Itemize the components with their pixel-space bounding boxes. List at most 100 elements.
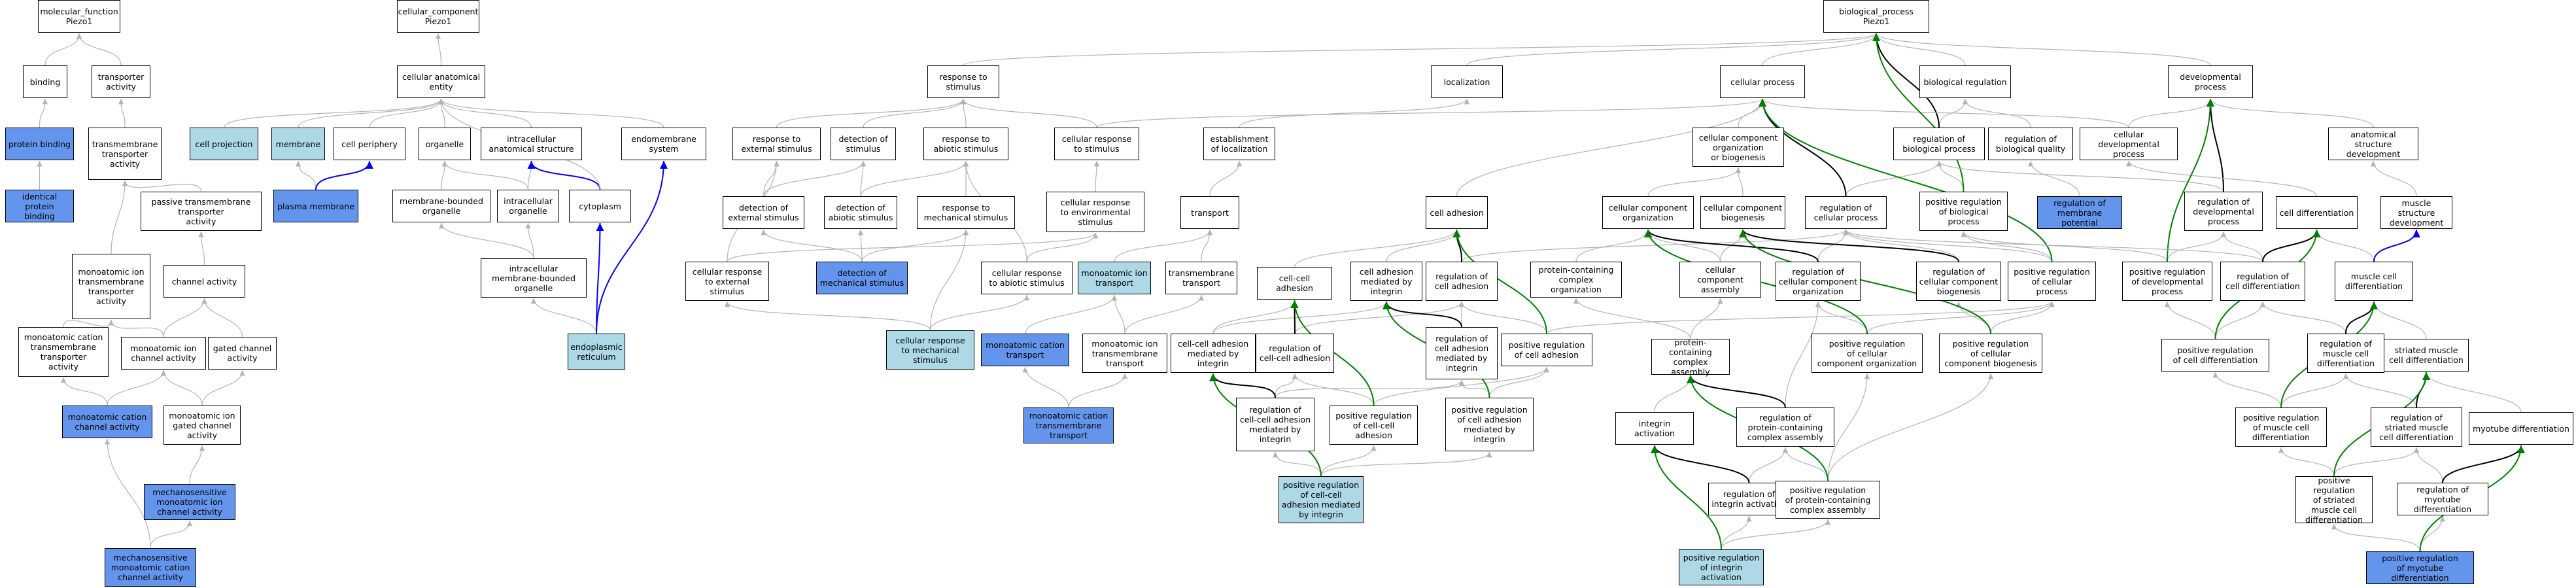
go-term-tm-transporter[interactable]: transmembrane transporter activity [88, 128, 162, 180]
go-term-reg-ca-integrin[interactable]: regulation of cell adhesion mediated by … [1426, 327, 1498, 379]
go-term-channel[interactable]: channel activity [163, 265, 245, 298]
go-term-plasma-membrane[interactable]: plasma membrane [273, 190, 358, 222]
go-term-ias[interactable]: intracellular anatomical structure [481, 128, 582, 160]
go-term-mi-channel[interactable]: monoatomic ion channel activity [121, 337, 206, 370]
go-term-organelle[interactable]: organelle [419, 128, 471, 160]
go-term-mc-tm-transport[interactable]: monoatomic cation transmembrane transpor… [1023, 407, 1114, 443]
go-term-reg-cell-proc[interactable]: regulation of cellular process [1805, 196, 1887, 229]
go-term-mechano-cation[interactable]: mechanosensitive monoatomic cation chann… [105, 548, 196, 587]
go-term-reg-muscle-diff[interactable]: regulation of muscle cell differentiatio… [2307, 334, 2384, 373]
go-term-cell-resp-env[interactable]: cellular response to environmental stimu… [1046, 192, 1144, 232]
go-term-mi-tm-transport[interactable]: monoatomic ion transmembrane transport [1082, 334, 1167, 373]
go-term-ca-integrin[interactable]: cell adhesion mediated by integrin [1350, 262, 1422, 301]
go-term-cell-process[interactable]: cellular process [1720, 65, 1805, 98]
go-term-pos-reg-ca-integrin[interactable]: positive regulation of cell adhesion med… [1445, 398, 1534, 451]
go-term-dev-process[interactable]: developmental process [2168, 65, 2253, 98]
go-term-reg-myotube[interactable]: regulation of myotube differentiation [2397, 483, 2488, 515]
go-term-reg-cca[interactable]: regulation of cell-cell adhesion [1256, 334, 1334, 373]
go-term-mc-channel[interactable]: monoatomic cation channel activity [62, 406, 152, 438]
go-term-pos-reg-dev[interactable]: positive regulation of developmental pro… [2122, 262, 2212, 301]
go-term-cc-adhesion[interactable]: cell-cell adhesion [1257, 267, 1332, 300]
go-term-cca-integrin[interactable]: cell-cell adhesion mediated by integrin [1171, 334, 1256, 373]
go-term-membrane-bounded[interactable]: membrane-bounded organelle [392, 190, 490, 222]
go-term-pos-reg-bp[interactable]: positive regulation of biological proces… [1919, 192, 2008, 231]
go-term-mc-transport[interactable]: monoatomic cation transport [981, 334, 1069, 366]
go-term-mi-tm-transporter[interactable]: monoatomic ion transmembrane transporter… [72, 254, 150, 319]
go-term-cell-projection[interactable]: cell projection [190, 128, 258, 160]
go-term-bio-reg[interactable]: biological regulation [1919, 65, 2011, 98]
go-term-pcc-assembly[interactable]: protein-containing complex assembly [1651, 337, 1730, 377]
go-term-cell-adhesion[interactable]: cell adhesion [1426, 196, 1488, 229]
go-term-reg-striated-diff[interactable]: regulation of striated muscle cell diffe… [2371, 407, 2462, 447]
go-term-protein-binding[interactable]: protein binding [5, 128, 74, 160]
go-term-pos-reg-cca[interactable]: positive regulation of cell-cell adhesio… [1330, 406, 1418, 445]
go-term-pos-reg-cc-org[interactable]: positive regulation of cellular componen… [1812, 334, 1923, 373]
go-term-muscle-cell-diff[interactable]: muscle cell differentiation [2335, 262, 2413, 301]
go-term-intra-org[interactable]: intracellular organelle [497, 190, 559, 222]
go-term-reg-cc-org[interactable]: regulation of cellular component organiz… [1776, 262, 1861, 301]
go-term-estab-loc[interactable]: establishment of localization [1203, 128, 1275, 160]
go-term-cc-org[interactable]: cellular component organization [1602, 196, 1694, 229]
go-term-identical[interactable]: identical protein binding [5, 190, 74, 222]
go-term-tm-transport[interactable]: transmembrane transport [1165, 262, 1237, 294]
go-term-resp-ext[interactable]: response to external stimulus [732, 128, 821, 160]
go-term-pos-reg-cp[interactable]: positive regulation of cellular process [2008, 262, 2096, 301]
go-term-mc-tm-transporter[interactable]: monoatomic cation transmembrane transpor… [18, 327, 109, 377]
go-term-bp[interactable]: biological_process Piezo1 [1823, 0, 1929, 33]
go-term-mi-transport[interactable]: monoatomic ion transport [1078, 262, 1151, 294]
go-term-intra-mbo[interactable]: intracellular membrane-bounded organelle [481, 258, 587, 298]
go-term-pos-reg-striated[interactable]: positive regulation of striated muscle c… [2295, 476, 2373, 525]
go-term-reg-cc-biogen[interactable]: regulation of cellular component biogene… [1916, 262, 2001, 301]
go-term-reg-ca[interactable]: regulation of cell adhesion [1426, 262, 1498, 301]
go-term-cytoplasm[interactable]: cytoplasm [569, 190, 631, 222]
go-term-reg-mem-pot[interactable]: regulation of membrane potential [2037, 196, 2122, 229]
go-term-pos-reg-pcc-assembly[interactable]: positive regulation of protein-containin… [1776, 481, 1880, 519]
go-term-er[interactable]: endoplasmic reticulum [568, 334, 625, 370]
go-term-cc[interactable]: cellular_component Piezo1 [397, 0, 479, 33]
go-term-resp-stim[interactable]: response to stimulus [927, 65, 999, 98]
go-term-mechano-ion[interactable]: mechanosensitive monoatomic ion channel … [144, 484, 235, 520]
go-term-pos-reg-ca[interactable]: positive regulation of cell adhesion [1501, 334, 1592, 366]
go-term-pos-reg-myotube[interactable]: positive regulation of myotube different… [2366, 551, 2474, 584]
go-term-cell-diff[interactable]: cell differentiation [2276, 196, 2358, 229]
go-term-membrane[interactable]: membrane [271, 128, 325, 160]
go-term-myotube-diff[interactable]: myotube differentiation [2469, 412, 2573, 445]
go-term-ccob[interactable]: cellular component organization or bioge… [1692, 128, 1784, 167]
go-term-cell-resp-ext[interactable]: cellular response to external stimulus [685, 262, 769, 301]
go-term-reg-cell-diff[interactable]: regulation of cell differentiation [2220, 262, 2305, 301]
go-term-integrin-act[interactable]: integrin activation [1615, 412, 1694, 445]
go-term-pos-reg-muscle-diff[interactable]: positive regulation of muscle cell diffe… [2235, 407, 2327, 447]
go-term-transporter[interactable]: transporter activity [92, 65, 150, 98]
go-term-pos-reg-integrin-act[interactable]: positive regulation of integrin activati… [1679, 549, 1764, 585]
go-term-endomembrane[interactable]: endomembrane system [621, 128, 706, 160]
go-term-cell-resp-stim[interactable]: cellular response to stimulus [1054, 128, 1139, 160]
go-term-cc-assembly[interactable]: cellular component assembly [1679, 262, 1761, 298]
go-term-cae[interactable]: cellular anatomical entity [397, 65, 485, 98]
go-term-pos-reg-cc-biogen[interactable]: positive regulation of cellular componen… [1939, 334, 2042, 373]
go-term-reg-cca-integrin[interactable]: regulation of cell-cell adhesion mediate… [1236, 398, 1314, 451]
go-term-gated[interactable]: gated channel activity [208, 337, 277, 370]
go-term-muscle-struct[interactable]: muscle structure development [2380, 196, 2452, 229]
go-term-passive-tm[interactable]: passive transmembrane transporter activi… [141, 192, 262, 231]
go-term-striated-diff[interactable]: striated muscle cell differentiation [2384, 339, 2469, 372]
go-term-pos-reg-cca-integrin[interactable]: positive regulation of cell-cell adhesio… [1279, 476, 1364, 523]
go-term-det-ext[interactable]: detection of external stimulus [723, 196, 804, 229]
go-term-reg-quality[interactable]: regulation of biological quality [1988, 128, 2073, 160]
go-term-det-mech[interactable]: detection of mechanical stimulus [816, 262, 908, 294]
go-term-det-stim[interactable]: detection of stimulus [831, 128, 896, 160]
go-term-mi-gated[interactable]: monoatomic ion gated channel activity [163, 406, 241, 445]
go-term-pos-reg-cell-diff[interactable]: positive regulation of cell differentiat… [2161, 339, 2269, 372]
go-term-cell-resp-abiotic[interactable]: cellular response to abiotic stimulus [981, 262, 1073, 294]
go-term-cell-dev[interactable]: cellular developmental process [2080, 128, 2178, 160]
go-term-reg-bp[interactable]: regulation of biological process [1893, 128, 1985, 160]
go-term-reg-dev[interactable]: regulation of developmental process [2184, 192, 2263, 231]
go-term-resp-mech[interactable]: response to mechanical stimulus [917, 196, 1015, 229]
go-term-periphery[interactable]: cell periphery [334, 128, 405, 160]
go-term-transport[interactable]: transport [1180, 196, 1239, 229]
go-term-det-abiotic[interactable]: detection of abiotic stimulus [824, 196, 897, 229]
go-term-localization[interactable]: localization [1431, 65, 1503, 98]
go-term-reg-pcc-assembly[interactable]: regulation of protein-containing complex… [1736, 407, 1834, 447]
go-term-resp-abiotic[interactable]: response to abiotic stimulus [923, 128, 1008, 160]
go-term-binding[interactable]: binding [23, 65, 67, 98]
go-term-anat-dev[interactable]: anatomical structure development [2328, 128, 2418, 160]
